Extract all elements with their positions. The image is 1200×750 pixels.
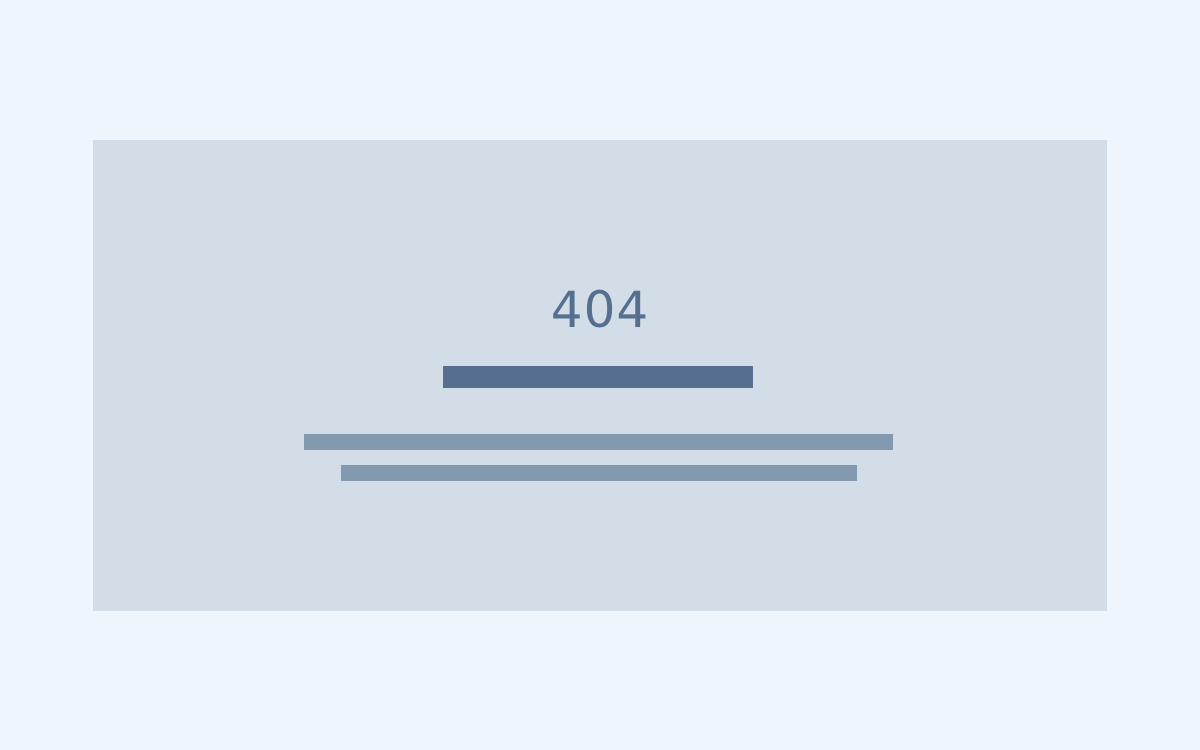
error-message-line-placeholder — [304, 434, 893, 450]
error-code: 404 — [550, 281, 650, 339]
error-title-placeholder — [443, 366, 753, 388]
error-message-line-placeholder — [341, 465, 857, 481]
